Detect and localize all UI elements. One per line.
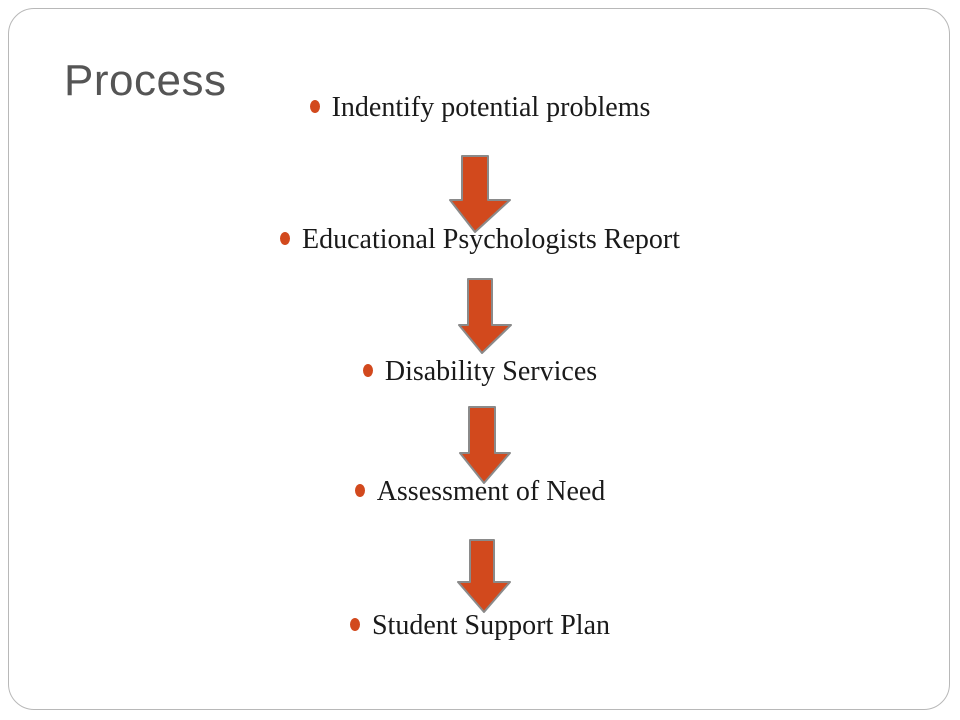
step-3-label: Disability Services xyxy=(384,356,598,387)
down-arrow-icon xyxy=(459,406,511,484)
down-arrow-shape xyxy=(458,278,512,354)
step-2-label: Educational Psychologists Report xyxy=(302,224,680,255)
bullet-icon xyxy=(309,100,320,113)
step-1-label: Indentify potential problems xyxy=(331,92,651,123)
step-3: Disability Services xyxy=(0,356,960,388)
step-4: Assessment of Need xyxy=(0,476,960,508)
step-5-label: Student Support Plan xyxy=(371,610,610,641)
slide-title: Process xyxy=(64,56,227,105)
down-arrow-shape xyxy=(457,539,511,613)
down-arrow-icon xyxy=(449,155,511,233)
step-4-label: Assessment of Need xyxy=(376,476,606,507)
bullet-icon xyxy=(362,364,373,377)
down-arrow-icon xyxy=(458,278,512,354)
step-2: Educational Psychologists Report xyxy=(0,224,960,256)
bullet-icon xyxy=(354,484,365,497)
step-5: Student Support Plan xyxy=(0,610,960,642)
down-arrow-icon xyxy=(457,539,511,613)
down-arrow-shape xyxy=(449,155,511,233)
down-arrow-shape xyxy=(459,406,511,484)
bullet-icon xyxy=(280,232,291,245)
bullet-icon xyxy=(349,618,360,631)
step-1: Indentify potential problems xyxy=(0,92,960,124)
